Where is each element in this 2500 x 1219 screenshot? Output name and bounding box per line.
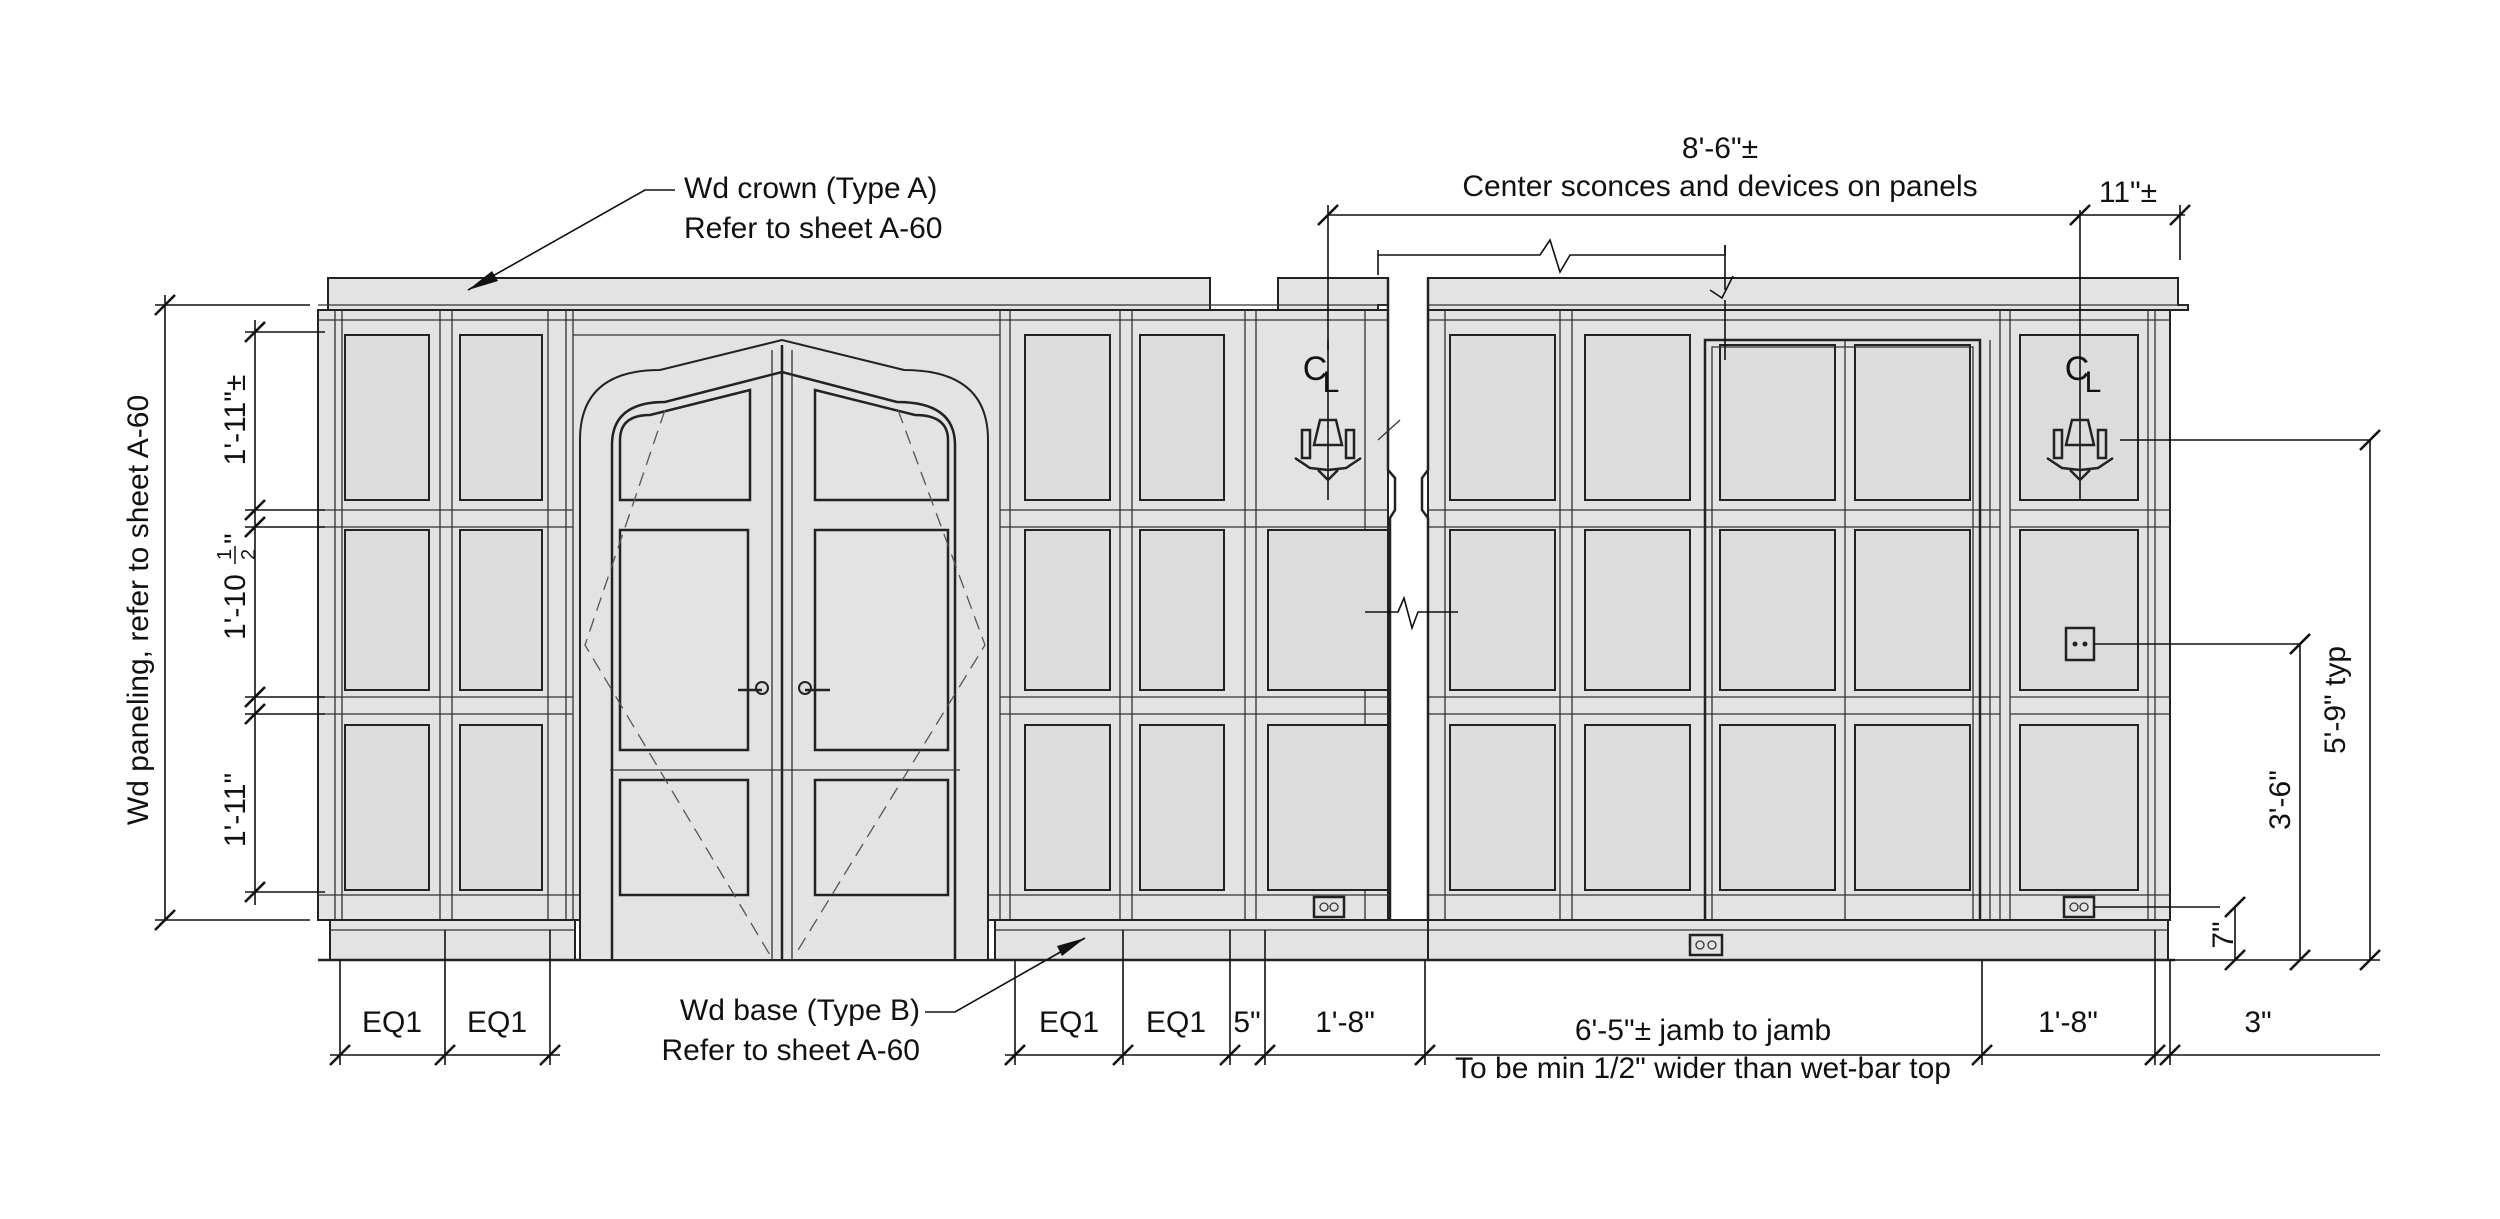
jamb-note: To be min 1/2" wider than wet-bar top bbox=[1455, 1052, 1951, 1085]
right-offset-label: 11"± bbox=[2099, 176, 2157, 209]
crown-note-line2: Refer to sheet A-60 bbox=[684, 212, 943, 245]
crown-molding bbox=[318, 277, 2189, 356]
top-dimension: 8'-6"± Center sconces and devices on pan… bbox=[1317, 132, 2191, 360]
crown-note-line1: Wd crown (Type A) bbox=[684, 172, 937, 205]
left-dimensions: Wd paneling, refer to sheet A-60 1'-11"±… bbox=[122, 294, 325, 931]
svg-text:L: L bbox=[2085, 366, 2102, 399]
crown-note: Wd crown (Type A) Refer to sheet A-60 bbox=[467, 172, 943, 291]
paneling-note: Wd paneling, refer to sheet A-60 bbox=[122, 395, 155, 825]
wall-sconce-left: C L bbox=[1294, 340, 1401, 500]
middle-panel-dim: 1'-10 bbox=[219, 574, 252, 640]
middle-panel-inch: " bbox=[219, 533, 252, 544]
arched-double-door bbox=[579, 338, 989, 961]
one-eight-dim-left: 1'-8" bbox=[1315, 1006, 1375, 1039]
center-note-label: Center sconces and devices on panels bbox=[1462, 170, 1977, 203]
seven-inch-dim: 7" bbox=[2207, 921, 2240, 948]
middle-panel-frac-num: 1 bbox=[214, 549, 236, 560]
right-dimensions: 7" 3'-6" 5'-9" typ bbox=[2170, 429, 2381, 971]
three-inch-dim: 3" bbox=[2244, 1006, 2271, 1039]
eq1-dim-3: EQ1 bbox=[1039, 1006, 1099, 1039]
middle-panel-frac-den: 2 bbox=[238, 549, 260, 560]
five-nine-dim: 5'-9" typ bbox=[2319, 646, 2352, 754]
svg-text:C: C bbox=[2065, 350, 2090, 388]
wet-bar-opening-inner bbox=[1711, 346, 1974, 945]
svg-text:C: C bbox=[1303, 350, 1328, 388]
bottom-dimensions: EQ1 EQ1 EQ1 EQ1 5" 1'-8" 6'-5"± jamb to … bbox=[329, 930, 2380, 1085]
wall-sconce-right: C L bbox=[2046, 210, 2370, 500]
wall-rails bbox=[318, 334, 2170, 896]
raised-panels bbox=[344, 334, 2139, 891]
base-note: Wd base (Type B) Refer to sheet A-60 bbox=[662, 937, 1086, 1067]
wet-bar-opening-jamb bbox=[1703, 338, 1982, 945]
base-note-line2: Refer to sheet A-60 bbox=[662, 1034, 921, 1067]
center-dim-label: 8'-6"± bbox=[1682, 132, 1758, 165]
five-inch-dim: 5" bbox=[1233, 1006, 1260, 1039]
svg-text:L: L bbox=[1323, 366, 1340, 399]
upper-panel-dim: 1'-11"± bbox=[219, 375, 252, 466]
three-six-dim: 3'-6" bbox=[2264, 770, 2297, 830]
mid-break-line bbox=[1365, 595, 1458, 631]
one-eight-dim-right: 1'-8" bbox=[2038, 1006, 2098, 1039]
eq1-dim-1: EQ1 bbox=[362, 1006, 422, 1039]
switch-plate bbox=[2064, 626, 2300, 662]
eq1-dim-2: EQ1 bbox=[467, 1006, 527, 1039]
eq1-dim-4: EQ1 bbox=[1146, 1006, 1206, 1039]
duplex-outlets bbox=[1312, 895, 2220, 957]
base-note-line1: Wd base (Type B) bbox=[680, 994, 920, 1027]
jamb-dim: 6'-5"± jamb to jamb bbox=[1575, 1014, 1831, 1047]
wall-stiles bbox=[334, 310, 2156, 920]
lower-panel-dim: 1'-11" bbox=[219, 773, 252, 847]
